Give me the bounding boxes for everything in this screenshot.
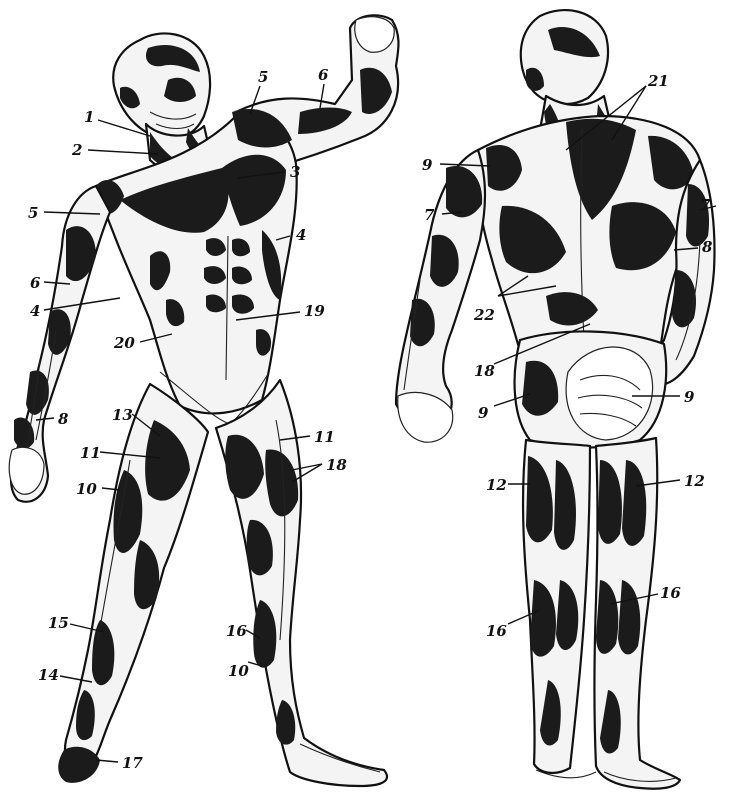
front-label-15: 15 [48, 614, 69, 632]
front-figure [9, 15, 398, 786]
back-label-12-right: 12 [684, 472, 705, 490]
back-label-8: 8 [702, 238, 713, 256]
front-label-11-left: 11 [80, 444, 101, 462]
back-label-21: 21 [647, 72, 669, 90]
front-label-16: 16 [226, 622, 247, 640]
back-label-7-left: 7 [424, 206, 435, 224]
front-label-1: 1 [84, 108, 94, 126]
front-label-6-left: 6 [30, 274, 41, 292]
front-label-2: 2 [71, 141, 82, 159]
back-label-12-left: 12 [486, 476, 507, 494]
front-label-17: 17 [122, 754, 143, 772]
back-label-22: 22 [473, 306, 495, 324]
front-label-10-left: 10 [76, 480, 97, 498]
back-label-9-right: 9 [684, 388, 695, 406]
front-label-20: 20 [113, 334, 135, 352]
back-label-18: 18 [474, 362, 495, 380]
front-label-13: 13 [112, 406, 133, 424]
front-label-10-right: 10 [228, 662, 249, 680]
front-label-19: 19 [304, 302, 325, 320]
back-figure [396, 10, 714, 789]
back-label-9-top: 9 [422, 156, 433, 174]
front-label-8: 8 [58, 410, 69, 428]
front-label-5-top: 5 [258, 68, 268, 86]
front-label-5-left: 5 [28, 204, 38, 222]
front-label-14: 14 [38, 666, 59, 684]
front-label-4-left: 4 [30, 302, 40, 320]
front-label-11-right: 11 [314, 428, 335, 446]
front-label-18: 18 [326, 456, 347, 474]
back-label-16-right: 16 [660, 584, 681, 602]
back-label-7-right: 7 [700, 196, 711, 214]
front-label-6-top: 6 [318, 66, 329, 84]
front-label-4-right: 4 [296, 226, 306, 244]
back-label-9-left: 9 [478, 404, 489, 422]
front-label-3: 3 [290, 163, 300, 181]
back-label-16-left: 16 [486, 622, 507, 640]
